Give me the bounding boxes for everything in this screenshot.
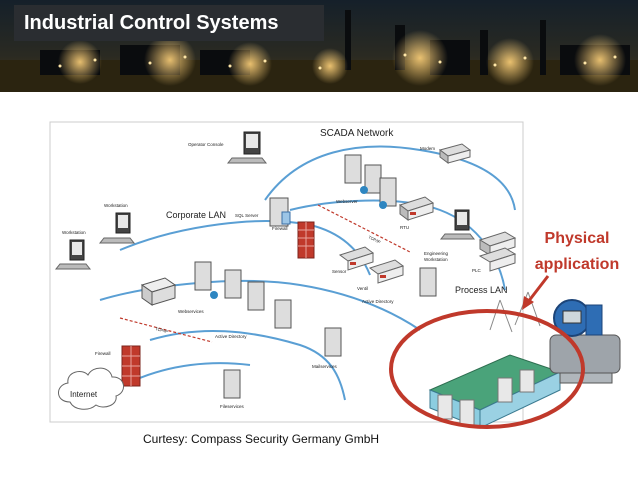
active-directory-left-icon <box>274 299 292 329</box>
tcpip-bottom-arrow <box>119 317 213 343</box>
tcpip-top-label: TCP/IP <box>368 234 382 244</box>
mailservices-label: Mailservices <box>312 364 338 369</box>
workstation-left-label: Workstation <box>62 230 86 235</box>
webservices-label: Webservices <box>178 309 204 314</box>
firewall-mid-label: Firewall <box>272 226 288 231</box>
engineering-workstation-icon <box>439 209 476 240</box>
firewall-bottom-icon <box>121 345 141 387</box>
callout-line-1: Physical <box>544 230 610 247</box>
operator-console-label: Operator Console <box>188 142 224 147</box>
firewall-mid-icon <box>297 221 315 259</box>
modem-label: Modem <box>420 146 435 151</box>
sql-server-label: SQL Server <box>235 213 259 218</box>
diagram-frame <box>49 121 524 423</box>
webservices-icon <box>194 261 265 311</box>
title-background <box>14 5 324 41</box>
tcpip-bottom-label: TCP/IP <box>155 326 169 334</box>
plc-label: PLC <box>472 268 482 273</box>
printer-icon <box>140 277 177 306</box>
webserver-icon <box>344 154 397 209</box>
corporate-lan-label: Corporate LAN <box>166 210 226 220</box>
network-lines <box>99 145 516 401</box>
sensor-label: Sensor <box>332 269 347 274</box>
ventil-icon <box>368 259 405 284</box>
plc-icon <box>478 231 517 272</box>
sql-server-icon <box>269 197 291 227</box>
image-credit: Curtesy: Compass Security Germany GmbH <box>143 432 380 446</box>
process-lan-label: Process LAN <box>455 285 508 295</box>
rtu-label: RTU <box>400 225 409 230</box>
webserver-label: Webserver <box>336 199 358 204</box>
active-directory-right-icon <box>419 267 437 297</box>
slide-title: Industrial Control Systems <box>24 12 279 34</box>
ventil-label: Ventil <box>357 286 368 291</box>
pressure-transmitter-icon <box>549 299 621 384</box>
modem-icon <box>438 143 472 164</box>
rtu-icon <box>398 196 435 221</box>
workstation-top-icon <box>98 212 136 244</box>
scada-network-label: SCADA Network <box>320 128 394 139</box>
engineering-workstation-label-1: Engineering <box>424 251 449 256</box>
header-banner: Industrial Control Systems <box>0 0 638 92</box>
physical-application-callout: Physical application <box>522 226 632 278</box>
fileservices-label: Fileservices <box>220 404 245 409</box>
fileservices-icon <box>223 369 241 399</box>
mailservices-icon <box>324 327 342 357</box>
physical-application-highlight <box>389 309 585 429</box>
internet-label: Internet <box>70 390 98 399</box>
active-directory-left-label: Active Directory <box>215 334 247 339</box>
callout-arrowhead <box>522 296 534 310</box>
tcpip-top-arrow <box>317 204 411 253</box>
sensor-icon <box>338 246 375 271</box>
workstation-top-label: Workstation <box>104 203 128 208</box>
callout-arrow <box>526 275 550 303</box>
engineering-workstation-label-2: Workstation <box>424 257 448 262</box>
active-directory-right-label: Active Directory <box>362 299 394 304</box>
operator-console-icon <box>226 131 268 164</box>
internet-cloud-icon <box>58 367 124 410</box>
workstation-left-icon <box>54 239 92 270</box>
callout-line-2: application <box>534 256 620 273</box>
physical-plant-illustration <box>428 291 562 429</box>
firewall-bottom-label: Firewall <box>95 351 111 356</box>
